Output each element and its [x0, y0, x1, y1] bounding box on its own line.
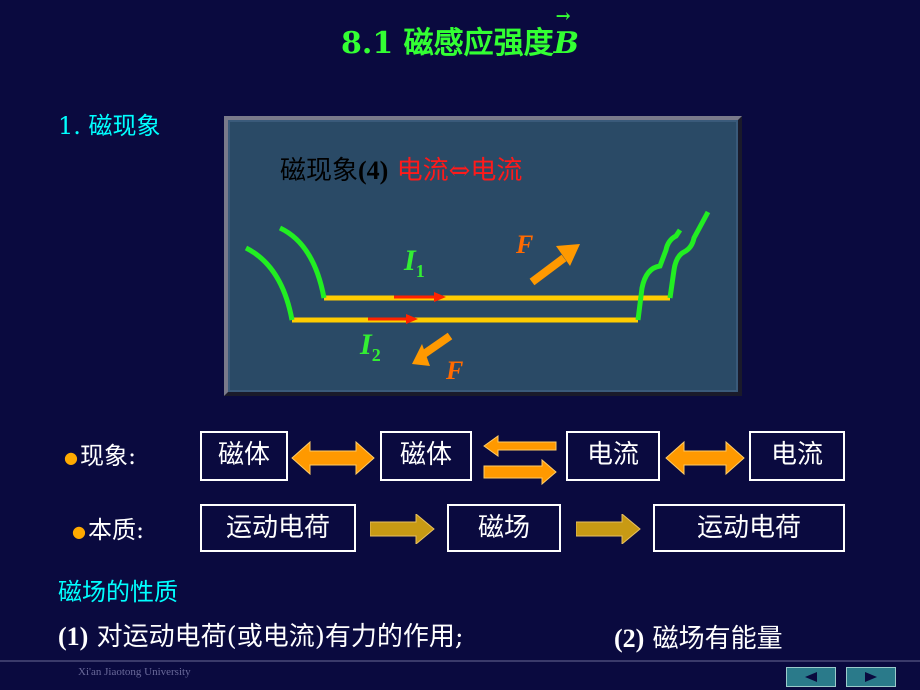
property-1: (1) 对运动电荷(或电流)有力的作用; [58, 616, 464, 653]
panel-title-number: (4) [358, 156, 389, 185]
property-1-text: 对运动电荷(或电流)有力的作用; [96, 622, 464, 652]
force-label-bottom: F [446, 356, 464, 385]
footer-divider [0, 660, 920, 662]
current-arrow-2-head [406, 314, 418, 324]
bullet-icon: ● [72, 522, 86, 541]
triangle-left-icon [805, 672, 817, 682]
box-magnetic-field: 磁场 [447, 504, 561, 552]
panel-title: 磁现象(4) 电流⇔电流 [280, 150, 522, 187]
force-arrow-down-shaft [421, 332, 453, 358]
next-slide-button[interactable] [846, 667, 896, 687]
current-label-1-subscript: 1 [415, 261, 425, 281]
row-label-phenomenon-text: 现象: [79, 442, 137, 470]
property-2: (2) 磁场有能量 [614, 618, 783, 655]
bullet-icon: ● [64, 448, 78, 467]
row-label-phenomenon: ●现象: [64, 436, 136, 471]
force-label-top: F [516, 230, 534, 259]
current-label-2-subscript: 2 [371, 345, 381, 365]
property-1-number: (1) [58, 622, 89, 651]
property-2-text: 磁场有能量 [652, 624, 783, 654]
current-arrow-1-head [434, 292, 446, 302]
box-moving-charge-2: 运动电荷 [653, 504, 845, 552]
current-label-1: I1 [404, 244, 425, 282]
right-arrow-icon-1 [370, 514, 435, 544]
footer-text: Xi'an Jiaotong University [78, 666, 191, 678]
right-lead-inner [635, 228, 683, 321]
illustration-panel: 磁现象(4) 电流⇔电流 I1 I2 F F [224, 116, 742, 396]
force-arrow-down-head [412, 344, 430, 366]
double-arrow-icon-1 [291, 440, 375, 476]
slide-title: 8.1 磁感应强度B [0, 6, 920, 62]
right-arrow-icon-2 [576, 514, 641, 544]
force-arrow-up-shaft [529, 254, 567, 286]
parallel-currents-diagram [244, 210, 711, 366]
box-current-1: 电流 [566, 431, 660, 481]
section-heading-properties: 磁场的性质 [58, 578, 178, 606]
panel-title-phrase: 电流⇔电流 [396, 156, 523, 186]
box-magnet-1: 磁体 [200, 431, 288, 481]
box-magnet-2: 磁体 [380, 431, 472, 481]
current-label-1-symbol: I [404, 244, 416, 277]
double-arrow-icon-2 [665, 440, 745, 476]
row-label-essence: ●本质: [72, 510, 144, 545]
panel-title-prefix: 磁现象 [280, 156, 359, 186]
box-moving-charge-1: 运动电荷 [200, 504, 356, 552]
exchange-arrows-icon [483, 435, 557, 486]
left-lead-outer [278, 225, 327, 299]
current-label-2: I2 [360, 328, 381, 366]
row-label-essence-text: 本质: [87, 516, 145, 544]
property-2-number: (2) [614, 624, 645, 653]
current-label-2-symbol: I [360, 328, 372, 361]
left-lead-inner [244, 245, 295, 321]
vector-symbol: B [554, 6, 579, 61]
box-current-2: 电流 [749, 431, 845, 481]
slide-title-text: 8.1 磁感应强度 [341, 26, 554, 61]
triangle-right-icon [865, 672, 877, 682]
section-heading-phenomenon: 1. 磁现象 [58, 112, 161, 140]
force-arrow-up-head [556, 244, 580, 266]
prev-slide-button[interactable] [786, 667, 836, 687]
right-lead-outer [667, 210, 711, 299]
